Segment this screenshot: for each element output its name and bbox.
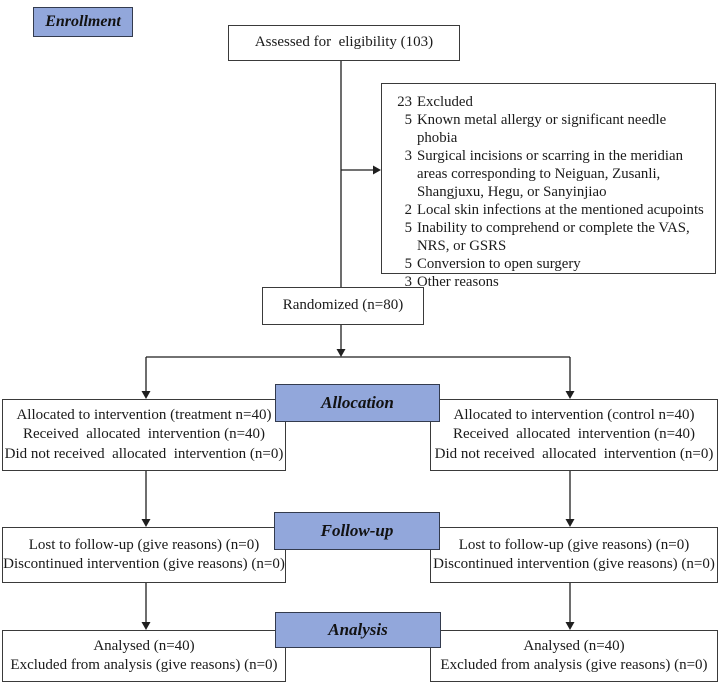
- followup-treatment-box: Lost to follow-up (give reasons) (n=0) D…: [2, 527, 286, 583]
- excluded-item: 3 Surgical incisions or scarring in the …: [390, 147, 709, 201]
- stage-label-analysis: Analysis: [275, 612, 441, 648]
- analysis-control-line: Analysed (n=40): [523, 637, 625, 654]
- excluded-item-count: 23: [397, 94, 412, 110]
- arrow-followup-to-analysis-right: [565, 583, 575, 630]
- excluded-item-text: Surgical incisions or scarring in the me…: [417, 148, 687, 200]
- arrow-followup-to-analysis-left: [141, 583, 151, 630]
- followup-control-line: Lost to follow-up (give reasons) (n=0): [458, 536, 690, 553]
- arrow-split-to-allocation-right: [565, 357, 575, 399]
- excluded-item-count: 5: [404, 112, 412, 128]
- excluded-item: 2 Local skin infections at the mentioned…: [390, 201, 709, 219]
- excluded-item: 23 Excluded: [390, 93, 709, 111]
- excluded-item: 5 Conversion to open surgery: [390, 255, 709, 273]
- excluded-item-count: 3: [404, 274, 412, 290]
- followup-control-box: Lost to follow-up (give reasons) (n=0) D…: [430, 527, 718, 583]
- excluded-item-count: 5: [404, 256, 412, 272]
- allocation-control-box: Allocated to intervention (control n=40)…: [430, 399, 718, 471]
- arrow-allocation-to-followup-right: [565, 471, 575, 527]
- excluded-item-text: Known metal allergy or significant needl…: [417, 112, 670, 146]
- arrow-to-excluded: [341, 165, 381, 175]
- excluded-item-count: 2: [404, 202, 412, 218]
- allocation-control-line: Did not received allocated intervention …: [434, 445, 714, 462]
- followup-control-line: Discontinued intervention (give reasons)…: [433, 556, 715, 572]
- stage-label-allocation: Allocation: [275, 384, 440, 422]
- excluded-item-count: 3: [404, 148, 412, 164]
- excluded-item-text: Local skin infections at the mentioned a…: [417, 202, 704, 218]
- analysis-treatment-box: Analysed (n=40) Excluded from analysis (…: [2, 630, 286, 682]
- analysis-treatment-line: Excluded from analysis (give reasons) (n…: [10, 657, 278, 673]
- randomized-box: Randomized (n=80): [262, 287, 424, 325]
- excluded-item: 5 Known metal allergy or significant nee…: [390, 111, 709, 147]
- excluded-item-text: Excluded: [417, 94, 473, 110]
- excluded-item-text: Other reasons: [417, 274, 499, 290]
- allocation-control-line: Allocated to intervention (control n=40): [453, 407, 695, 424]
- allocation-treatment-box: Allocated to intervention (treatment n=4…: [2, 399, 286, 471]
- allocation-control-line: Received allocated intervention (n=40): [452, 426, 696, 443]
- arrow-randomized-to-split: [336, 325, 346, 357]
- analysis-control-box: Analysed (n=40) Excluded from analysis (…: [430, 630, 718, 682]
- excluded-item: 3 Other reasons: [390, 273, 709, 291]
- allocation-treatment-line: Allocated to intervention (treatment n=4…: [16, 407, 272, 424]
- excluded-item: 5 Inability to comprehend or complete th…: [390, 219, 709, 255]
- allocation-treatment-line: Received allocated intervention (n=40): [22, 426, 266, 443]
- arrow-split-to-allocation-left: [141, 357, 151, 399]
- followup-treatment-line: Discontinued intervention (give reasons)…: [3, 556, 285, 572]
- assessed-text: Assessed for eligibility (103): [254, 34, 434, 51]
- assessed-for-eligibility-box: Assessed for eligibility (103): [228, 25, 460, 61]
- arrow-allocation-to-followup-left: [141, 471, 151, 527]
- excluded-item-text: Inability to comprehend or complete the …: [417, 220, 694, 254]
- followup-treatment-line: Lost to follow-up (give reasons) (n=0): [28, 536, 260, 553]
- randomized-text: Randomized (n=80): [282, 297, 404, 314]
- excluded-item-count: 5: [404, 220, 412, 236]
- excluded-item-text: Conversion to open surgery: [417, 256, 581, 272]
- stage-label-followup: Follow-up: [274, 512, 440, 550]
- excluded-box: 23 Excluded 5 Known metal allergy or sig…: [381, 83, 716, 290]
- analysis-control-line: Excluded from analysis (give reasons) (n…: [440, 657, 708, 673]
- allocation-treatment-line: Did not received allocated intervention …: [4, 445, 284, 462]
- analysis-treatment-line: Analysed (n=40): [93, 637, 195, 654]
- stage-label-enrollment: Enrollment: [33, 7, 133, 37]
